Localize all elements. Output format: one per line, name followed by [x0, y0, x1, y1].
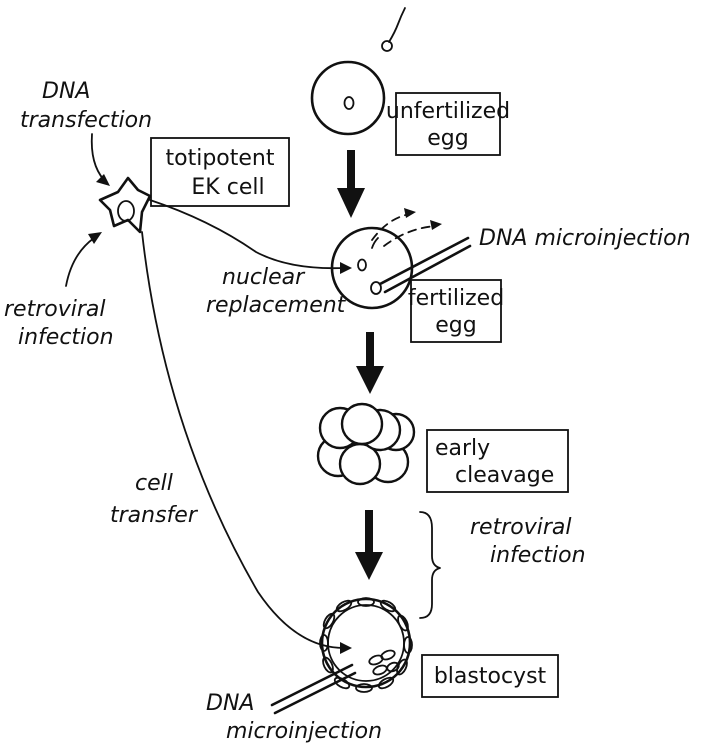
- retroviral-infection-left-line1: retroviral: [4, 297, 105, 322]
- retroviral-infection-right-label: retroviral infection: [470, 515, 586, 568]
- ek-cell: [98, 176, 152, 234]
- arrow-unfertilized-to-fertilized: [337, 150, 365, 218]
- nuclear-replacement-label: nuclear replacement: [206, 265, 347, 318]
- fertilized-egg-text-line2: egg: [435, 313, 476, 338]
- early-cleavage-label: early cleavage: [426, 429, 569, 493]
- ek-cell-text-line2: EK cell: [191, 175, 264, 200]
- early-cleavage-box: [426, 429, 569, 493]
- nuclear-replacement-line1: nuclear: [222, 265, 306, 290]
- pronucleus-2: [370, 281, 382, 295]
- microinjection-needle-bottom: [270, 663, 357, 715]
- dna-transfection-line1: DNA: [42, 79, 90, 104]
- dna-microinjection-top-text: DNA microinjection: [479, 226, 691, 251]
- cell-transfer-line1: cell: [135, 471, 173, 496]
- cleavage-embryo: [316, 402, 416, 486]
- blastocyst: [319, 597, 413, 693]
- retroviral-infection-left-line2: infection: [18, 325, 114, 350]
- blastocyst-box: [421, 654, 559, 698]
- pronucleus-1: [357, 258, 367, 272]
- blastocyst-label: blastocyst: [421, 654, 559, 698]
- fertilized-egg-box: [410, 279, 502, 343]
- dna-microinjection-bottom-line2: microinjection: [226, 719, 382, 744]
- nuclear-replacement-path: [149, 199, 352, 274]
- cell-transfer-path: [141, 231, 352, 654]
- unfertilized-egg-text-line1: unfertilized: [386, 99, 510, 124]
- unfertilized-egg-label: unfertilized egg: [386, 92, 510, 156]
- dashed-arrows: [371, 208, 442, 247]
- arrow-fertilized-to-cleavage: [356, 332, 384, 394]
- dna-microinjection-bottom-line1: DNA: [206, 691, 254, 716]
- dna-microinjection-bottom-label: DNA microinjection: [206, 691, 382, 744]
- cell-transfer-line2: transfer: [110, 503, 199, 528]
- unfertilized-egg-nucleus: [343, 96, 355, 110]
- arrow-transfection-to-ek: [90, 133, 110, 186]
- fertilized-egg-text-line1: fertilized: [408, 286, 504, 311]
- early-cleavage-text-line1: early: [435, 436, 490, 461]
- blastocyst-inner: [327, 604, 405, 682]
- cell-transfer-label: cell transfer: [110, 471, 199, 528]
- unfertilized-egg-text-line2: egg: [427, 126, 468, 151]
- dna-transfection-label: DNA transfection: [20, 79, 152, 133]
- arrow-retroviral-to-ek: [65, 232, 102, 287]
- nuclear-replacement-line2: replacement: [206, 293, 347, 318]
- sperm-icon: [381, 7, 406, 52]
- microinjection-needle-top: [378, 236, 472, 294]
- unfertilized-egg-box: [395, 92, 501, 156]
- unfertilized-egg: [310, 60, 386, 136]
- ek-cell-nucleus: [117, 200, 135, 222]
- unfertilized-egg-outline: [310, 60, 386, 136]
- blastocyst-outline: [320, 597, 412, 689]
- ek-cell-text-line1: totipotent: [166, 146, 275, 171]
- early-cleavage-text-line2: cleavage: [455, 463, 554, 488]
- fertilized-egg-label: fertilized egg: [408, 279, 504, 343]
- arrow-cleavage-to-blastocyst: [355, 510, 383, 580]
- dna-microinjection-top-label: DNA microinjection: [479, 226, 691, 251]
- dna-transfection-line2: transfection: [20, 108, 152, 133]
- ek-cell-box: [150, 137, 290, 207]
- retroviral-infection-left-label: retroviral infection: [4, 297, 114, 350]
- stage-bracket: [419, 511, 441, 619]
- retroviral-infection-right-line2: infection: [490, 543, 586, 568]
- blastocyst-text: blastocyst: [434, 664, 547, 689]
- ek-cell-body: [98, 176, 152, 234]
- ek-cell-label: totipotent EK cell: [150, 137, 290, 207]
- retroviral-infection-right-line1: retroviral: [470, 515, 571, 540]
